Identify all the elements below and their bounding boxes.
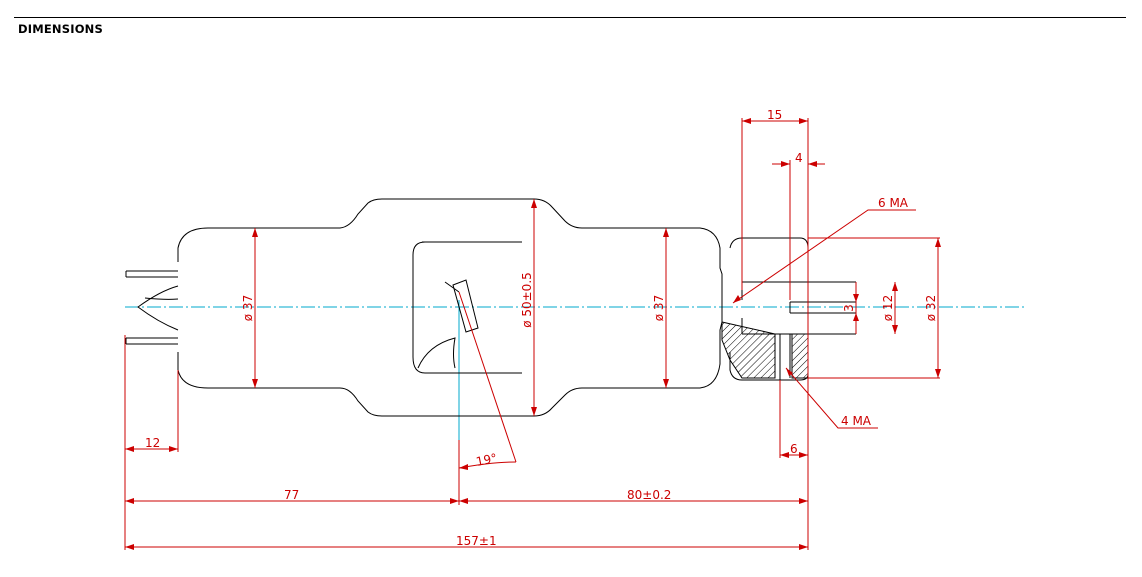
dim-diameter-32: ø 32 (924, 295, 938, 321)
dim-recess-width: 6 (790, 442, 798, 456)
dim-overall-length: 157±1 (456, 534, 497, 548)
dim-left-to-center: 77 (284, 488, 299, 502)
dim-diameter-12: ø 12 (881, 295, 895, 321)
dim-angle: 19° (475, 451, 499, 469)
dim-flange-width: 15 (767, 108, 782, 122)
note-6ma: 6 MA (878, 196, 909, 210)
hatched-section-left (721, 321, 776, 379)
note-4ma: 4 MA (841, 414, 872, 428)
dimension-arrows (125, 118, 941, 550)
hatched-section-right (791, 333, 809, 379)
dim-diameter-middle: ø 50±0.5 (520, 272, 534, 328)
header-rule (14, 17, 1126, 18)
dim-pin-length: 12 (145, 436, 160, 450)
dim-height-3: 3 (842, 304, 856, 312)
section-title: DIMENSIONS (18, 22, 103, 36)
tube-outline (125, 198, 856, 417)
dim-diameter-right: ø 37 (652, 295, 666, 321)
dim-diameter-left: ø 37 (241, 295, 255, 321)
dim-center-to-right: 80±0.2 (627, 488, 671, 502)
dim-slot-width: 4 (795, 151, 803, 165)
